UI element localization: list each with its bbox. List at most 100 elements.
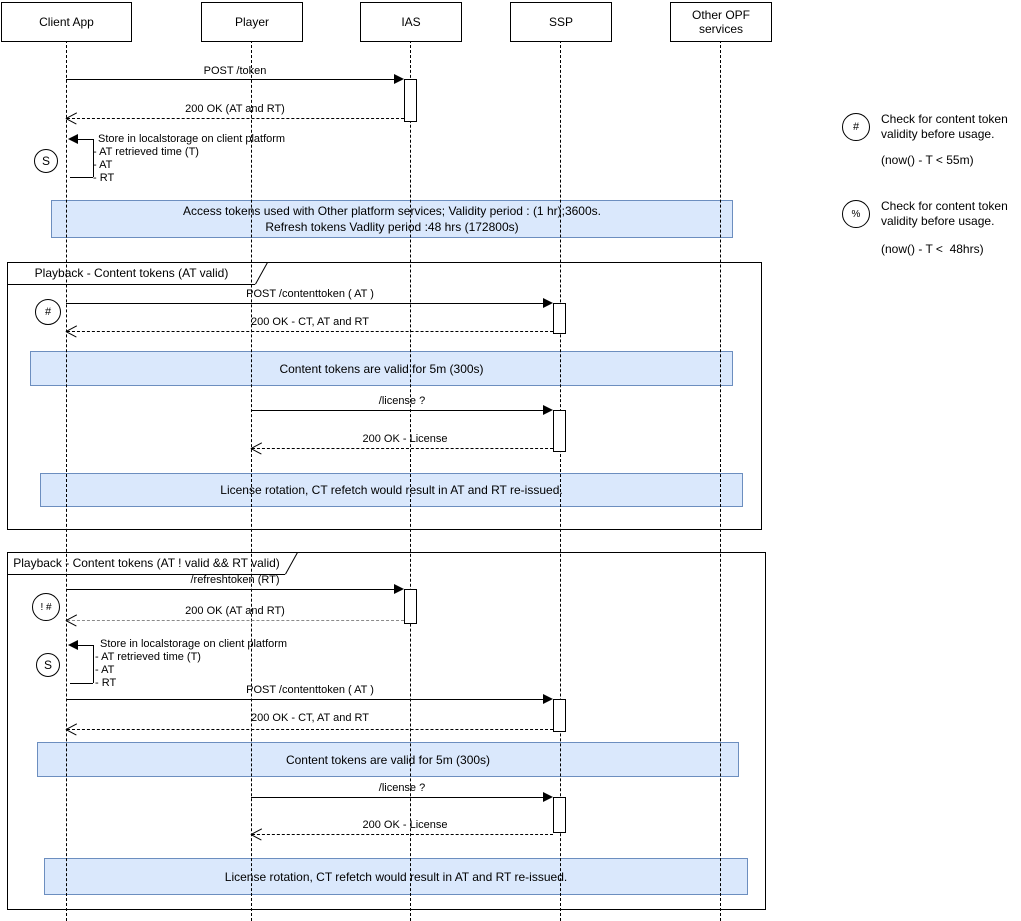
self-store-2-vert-line: [93, 645, 94, 683]
marker-check-not-valid-label: ! #: [40, 601, 52, 613]
self-store-1-top-line: [77, 139, 93, 140]
marker-store-1: S: [34, 149, 58, 173]
actor-other-opf: Other OPF services: [670, 2, 772, 42]
marker-store-2: S: [36, 653, 60, 677]
fragment-frame-1-tab-bottom: [8, 284, 255, 285]
note-access-line1: Access tokens used with Other platform s…: [183, 204, 601, 218]
self-store-1-text: Store in localstorage on client platform…: [93, 133, 285, 185]
fragment-frame-2-tab-bottom: [8, 574, 285, 575]
message-line-ok-at-rt-2: [67, 620, 404, 621]
arrowhead-ok-license-1: [251, 441, 262, 455]
actor-player-label: Player: [234, 15, 269, 29]
marker-store-1-label: S: [41, 154, 50, 168]
arrowhead-ok-at-rt-2: [66, 613, 77, 627]
activation-ias-token: [404, 79, 417, 122]
legend-percent-icon: %: [842, 200, 870, 228]
legend-hash-symbol: #: [852, 121, 860, 133]
arrowhead-self-store-1: [68, 134, 78, 144]
note-access-tokens: Access tokens used with Other platform s…: [51, 200, 733, 238]
note-license-rotation-1: License rotation, CT refetch would resul…: [40, 473, 743, 507]
message-label-ok-at-rt: 200 OK (AT and RT): [185, 103, 285, 115]
message-label-license-1: /license ?: [378, 395, 426, 407]
message-line-ok-license-1: [252, 448, 553, 449]
lifeline-client-app: [66, 40, 67, 921]
lifeline-player: [251, 40, 252, 921]
legend-percent-symbol: %: [851, 208, 861, 220]
note-license-rotation-2-text: License rotation, CT refetch would resul…: [224, 869, 568, 884]
fragment-frame-1-label: Playback - Content tokens (AT valid): [34, 266, 229, 280]
message-line-post-ct-1: [66, 303, 544, 304]
self-store-1-item-2: - RT: [93, 172, 115, 184]
message-line-ok-ct-2: [67, 729, 553, 730]
self-store-1-bottom-line: [70, 177, 93, 178]
lifeline-other-opf: [720, 40, 721, 921]
message-line-post-ct-2: [66, 699, 544, 700]
actor-ias-label: IAS: [401, 15, 421, 29]
message-label-post-ct-2: POST /contenttoken ( AT ): [246, 684, 374, 696]
message-label-ok-ct-1: 200 OK - CT, AT and RT: [251, 316, 369, 328]
marker-check-at: #: [35, 299, 61, 325]
arrowhead-ok-at-rt: [66, 111, 77, 125]
legend-hash-text: Check for content token validity before …: [881, 112, 1008, 141]
note-content-valid-1-text: Content tokens are valid for 5m (300s): [279, 361, 484, 376]
self-store-2-item-1: - AT: [95, 664, 115, 676]
note-content-valid-2: Content tokens are valid for 5m (300s): [37, 742, 739, 777]
lifeline-ssp: [560, 40, 561, 921]
fragment-frame-at-valid: [7, 262, 762, 530]
activation-ssp-ct-2: [553, 699, 566, 732]
actor-ias: IAS: [360, 2, 462, 42]
self-store-1-item-1: - AT: [93, 159, 113, 171]
message-line-license-2: [251, 797, 544, 798]
arrowhead-post-token: [394, 74, 404, 84]
activation-ssp-license-1: [553, 410, 566, 452]
message-line-ok-at-rt: [67, 118, 404, 119]
self-store-2-item-2: - RT: [95, 677, 117, 689]
marker-store-2-label: S: [43, 658, 52, 672]
actor-client-app-label: Client App: [39, 15, 94, 29]
arrowhead-self-store-2: [68, 640, 78, 650]
message-label-ok-license-2: 200 OK - License: [362, 819, 448, 831]
self-store-1-title: Store in localstorage on client platform: [98, 133, 286, 145]
fragment-frame-2-label: Playback - Content tokens (AT ! valid &&…: [13, 556, 280, 570]
arrowhead-post-ct-2: [543, 694, 553, 704]
arrowhead-post-ct-1: [543, 298, 553, 308]
arrowhead-ok-license-2: [251, 827, 262, 841]
self-store-2-title: Store in localstorage on client platform: [100, 638, 288, 650]
legend-percent-formula: (now() - T < 48hrs): [881, 242, 984, 256]
legend-percent-text: Check for content token validity before …: [881, 199, 1008, 228]
self-store-2-item-0: - AT retrieved time (T): [95, 651, 201, 663]
message-line-refresh: [66, 589, 395, 590]
fragment-frame-rt-valid: [7, 552, 766, 910]
arrowhead-license-1: [543, 405, 553, 415]
note-license-rotation-2: License rotation, CT refetch would resul…: [44, 858, 748, 895]
message-line-license-1: [251, 410, 544, 411]
arrowhead-ok-ct-1: [66, 324, 77, 338]
message-line-post-token: [66, 79, 395, 80]
self-store-1-vert-line: [93, 139, 94, 177]
activation-ias-refresh: [404, 589, 417, 624]
message-label-license-2: /license ?: [378, 782, 426, 794]
arrowhead-ok-ct-2: [66, 722, 77, 736]
note-access-line2: Refresh tokens Vadlity period :48 hrs (1…: [265, 220, 519, 234]
message-label-post-ct-1: POST /contenttoken ( AT ): [246, 288, 374, 300]
note-content-valid-1: Content tokens are valid for 5m (300s): [30, 351, 733, 386]
message-label-refresh: /refreshtoken (RT): [190, 574, 280, 586]
marker-check-at-label: #: [44, 306, 52, 318]
actor-other-opf-label: Other OPF services: [691, 8, 750, 36]
message-label-ok-at-rt-2: 200 OK (AT and RT): [185, 605, 285, 617]
self-store-1-item-0: - AT retrieved time (T): [93, 146, 199, 158]
self-store-2-text: Store in localstorage on client platform…: [95, 638, 287, 690]
legend-hash-icon: #: [842, 113, 870, 141]
actor-player: Player: [201, 2, 303, 42]
activation-ssp-ct-1: [553, 303, 566, 334]
message-label-ok-license-1: 200 OK - License: [362, 433, 448, 445]
self-store-2-bottom-line: [70, 683, 93, 684]
message-line-ok-license-2: [252, 834, 553, 835]
message-label-post-token: POST /token: [203, 65, 267, 77]
legend-hash-formula: (now() - T < 55m): [881, 153, 974, 167]
self-store-2-top-line: [77, 645, 93, 646]
activation-ssp-license-2: [553, 797, 566, 833]
actor-client-app: Client App: [1, 2, 132, 42]
arrowhead-license-2: [543, 792, 553, 802]
